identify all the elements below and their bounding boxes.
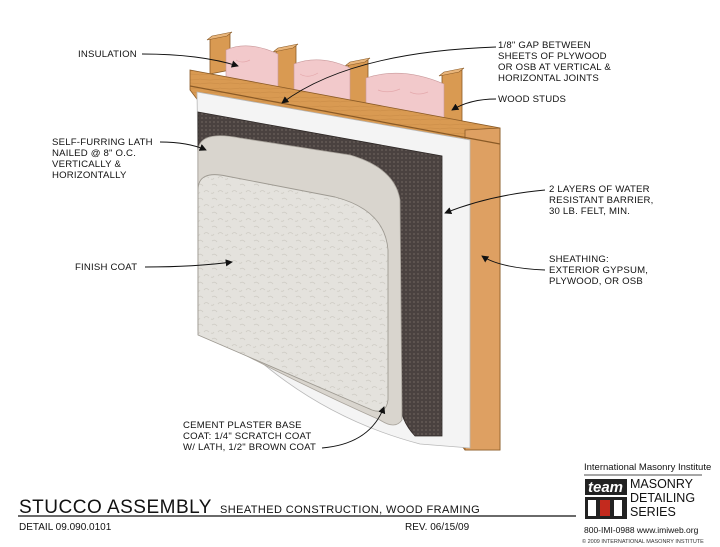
label-sheathing: SHEATHING: EXTERIOR GYPSUM, PLYWOOD, OR … bbox=[549, 254, 651, 287]
stud-4-top bbox=[438, 67, 465, 77]
page-subtitle: SHEATHED CONSTRUCTION, WOOD FRAMING bbox=[220, 504, 480, 516]
label-wood-studs: WOOD STUDS bbox=[498, 94, 566, 105]
leader-barrier bbox=[444, 189, 546, 215]
leader-wood-studs bbox=[451, 98, 497, 111]
stud-2-top bbox=[272, 43, 299, 53]
contact-info: 800-IMI-0988 www.imiweb.org bbox=[584, 525, 699, 535]
detail-number: DETAIL 09.090.0101 bbox=[19, 522, 112, 533]
label-lath: SELF-FURRING LATH NAILED @ 8" O.C. VERTI… bbox=[52, 137, 156, 181]
wood-studs bbox=[206, 31, 465, 145]
leader-lines bbox=[141, 46, 546, 449]
imi-logo: team bbox=[585, 479, 627, 519]
label-barrier: 2 LAYERS OF WATER RESISTANT BARRIER, 30 … bbox=[549, 184, 656, 217]
leader-base-coat bbox=[321, 406, 386, 449]
stud-3-top bbox=[344, 57, 371, 67]
stud-1-top bbox=[206, 31, 233, 41]
page-title: STUCCO ASSEMBLY bbox=[19, 497, 212, 518]
title-block-frame bbox=[17, 461, 577, 539]
leader-finish-coat bbox=[144, 259, 233, 268]
logo-team-text: team bbox=[588, 479, 623, 496]
series-name: MASONRY DETAILING SERIES bbox=[630, 477, 699, 519]
leader-lath bbox=[159, 141, 207, 151]
institute-name: International Masonry Institute bbox=[584, 462, 711, 473]
finish-coat bbox=[197, 174, 389, 412]
title-block: STUCCO ASSEMBLY SHEATHED CONSTRUCTION, W… bbox=[17, 461, 577, 539]
leader-gap bbox=[281, 46, 497, 104]
label-base-coat: CEMENT PLASTER BASE COAT: 1/4" SCRATCH C… bbox=[183, 420, 316, 453]
leader-sheathing bbox=[481, 255, 546, 271]
wall-assembly bbox=[189, 31, 501, 451]
brand-block: International Masonry Institute team MAS… bbox=[582, 462, 711, 545]
revision-date: REV. 06/15/09 bbox=[405, 522, 470, 533]
label-insulation: INSULATION bbox=[78, 49, 137, 60]
label-gap: 1/8" GAP BETWEEN SHEETS OF PLYWOOD OR OS… bbox=[498, 40, 614, 84]
callout-labels: INSULATION 1/8" GAP BETWEEN SHEETS OF PL… bbox=[52, 40, 656, 453]
sheathing-gap bbox=[189, 85, 501, 145]
copyright: © 2009 INTERNATIONAL MASONRY INSTITUTE bbox=[582, 538, 704, 545]
leader-insulation bbox=[141, 53, 239, 68]
label-finish-coat: FINISH COAT bbox=[75, 262, 137, 273]
